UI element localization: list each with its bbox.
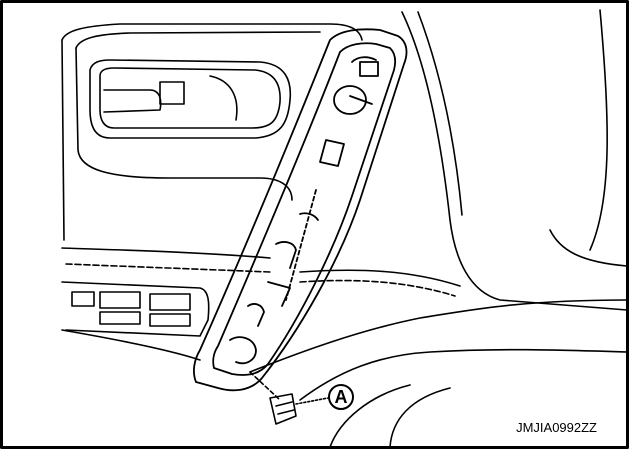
figure-code: JMJIA0992ZZ xyxy=(516,420,597,435)
window-switch-panel xyxy=(61,281,210,337)
screw-fastener xyxy=(249,371,329,425)
door-finisher-part xyxy=(193,28,408,392)
callout-label: A xyxy=(334,387,348,407)
armrest-contour xyxy=(61,247,628,448)
callout-a xyxy=(328,384,354,410)
inside-handle xyxy=(89,59,292,139)
door-panel-outline xyxy=(61,9,628,311)
